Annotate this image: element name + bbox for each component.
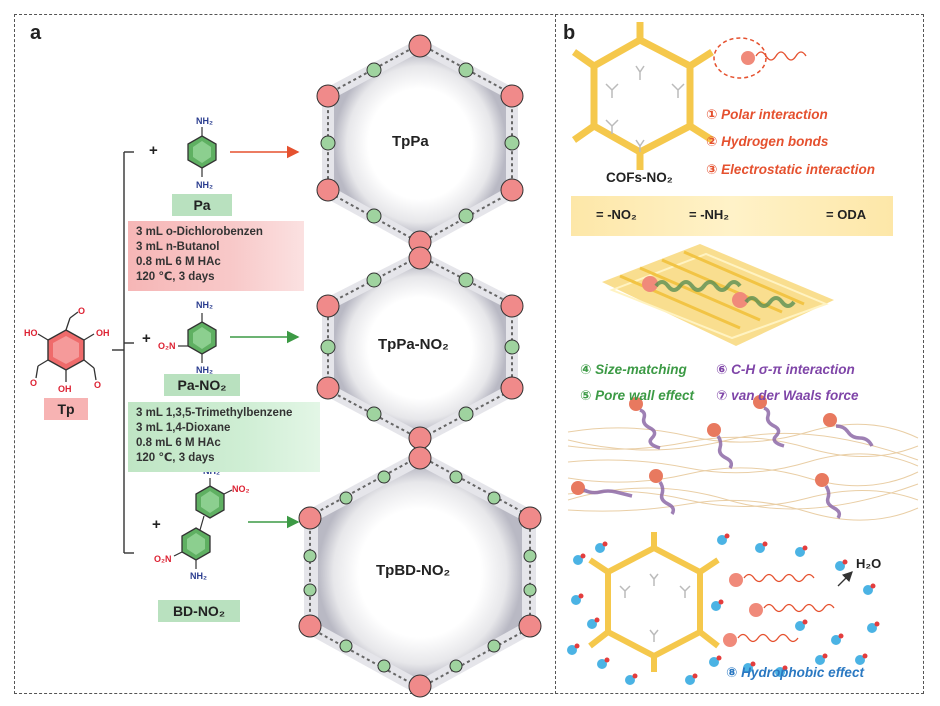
bd-no2-molecule: NH₂ NO₂ O₂N NH₂ xyxy=(154,466,250,581)
svg-text:O: O xyxy=(94,380,101,390)
panel-divider xyxy=(555,14,556,694)
hydrophobic-effect-label: ⑧ Hydrophobic effect xyxy=(726,665,864,680)
water-label: H₂O xyxy=(856,556,882,571)
svg-text:NH₂: NH₂ xyxy=(190,571,207,581)
svg-text:NH₂: NH₂ xyxy=(196,300,213,310)
svg-text:OH: OH xyxy=(58,384,72,394)
legend-no2-text: = -NO₂ xyxy=(596,207,637,222)
svg-text:O₂N: O₂N xyxy=(154,554,172,564)
condition-red-1: 3 mL o-Dichlorobenzen xyxy=(136,226,263,238)
water-molecules xyxy=(567,533,880,685)
interaction-highlight-ellipse xyxy=(713,37,767,79)
tpbd-no2-label: TpBD-NO₂ xyxy=(376,562,451,579)
panel-a-letter: a xyxy=(30,22,42,44)
plus-sign-pa-no2: + xyxy=(142,330,151,347)
figure-frame xyxy=(14,14,924,694)
pa-molecule: NH₂ NH₂ xyxy=(187,116,217,190)
condition-green-1: 3 mL 1,3,5-Trimethylbenzene xyxy=(136,407,293,419)
pa-no2-molecule: NH₂ NH₂ O₂N xyxy=(158,300,217,375)
water-arrow xyxy=(837,571,853,587)
reaction-bracket xyxy=(112,151,134,554)
size-matching-label: ④ Size-matching xyxy=(580,362,687,377)
legend-nh2-text: = -NH₂ xyxy=(689,207,730,222)
conditions-red-box: 3 mL o-Dichlorobenzen 3 mL n-Butanol 0.8… xyxy=(128,221,304,291)
condition-green-2: 3 mL 1,4-Dioxane xyxy=(136,422,231,434)
pore-wall-effect-label: ⑤ Pore wall effect xyxy=(580,388,694,403)
van-der-waals-label: ⑦ van der Waals force xyxy=(716,388,859,403)
tppa-framework xyxy=(316,34,524,254)
cofs-no2-label: COFs-NO₂ xyxy=(606,170,673,185)
svg-text:NH₂: NH₂ xyxy=(196,116,213,126)
conditions-green-box: 3 mL 1,3,5-Trimethylbenzene 3 mL 1,4-Dio… xyxy=(128,402,320,472)
no2-groups-bottom xyxy=(619,573,691,642)
svg-text:NH₂: NH₂ xyxy=(196,365,213,375)
oda-chains-bottom xyxy=(723,573,835,647)
bd-no2-label: BD-NO₂ xyxy=(158,600,240,622)
layered-framework xyxy=(602,244,834,346)
legend-box xyxy=(571,196,893,236)
nh2-ball xyxy=(741,51,755,65)
condition-red-3: 0.8 mL 6 M HAc xyxy=(136,256,221,268)
svg-text:O: O xyxy=(78,306,85,316)
plus-sign-pa: + xyxy=(149,142,158,159)
svg-text:O: O xyxy=(30,378,37,388)
plus-sign-bd-no2: + xyxy=(152,516,161,533)
condition-red-4: 120 ℃, 3 days xyxy=(136,271,215,283)
legend-oda-text: = ODA xyxy=(826,207,867,222)
tppa-no2-framework xyxy=(316,246,524,450)
amorphous-matrix xyxy=(567,423,919,521)
tp-molecule: O OH HO O O OH xyxy=(24,306,110,394)
panel-b-letter: b xyxy=(563,22,576,44)
hydrogen-bonds-label: ② Hydrogen bonds xyxy=(706,134,829,149)
polar-interaction-label: ① Polar interaction xyxy=(706,107,828,122)
svg-text:O₂N: O₂N xyxy=(158,341,176,351)
tppa-no2-label: TpPa-NO₂ xyxy=(378,336,449,353)
tppa-label: TpPa xyxy=(392,133,429,150)
electrostatic-interaction-label: ③ Electrostatic interaction xyxy=(706,162,875,177)
tpbd-no2-framework xyxy=(298,446,542,698)
condition-green-3: 0.8 mL 6 M HAc xyxy=(136,437,221,449)
cof-hydrophobic-scheme xyxy=(588,532,720,672)
condition-green-4: 120 ℃, 3 days xyxy=(136,452,215,464)
svg-text:HO: HO xyxy=(24,328,38,338)
no2-groups-top xyxy=(605,65,685,152)
condition-red-2: 3 mL n-Butanol xyxy=(136,241,220,253)
oda-chain-top xyxy=(755,51,807,61)
svg-text:OH: OH xyxy=(96,328,110,338)
tp-label: Tp xyxy=(44,398,88,420)
svg-text:NO₂: NO₂ xyxy=(232,484,250,494)
cof-no2-scheme xyxy=(571,22,714,170)
svg-text:NH₂: NH₂ xyxy=(196,180,213,190)
pa-label: Pa xyxy=(172,194,232,216)
ch-sigma-pi-label: ⑥ C-H σ-π interaction xyxy=(716,362,855,377)
oda-chains-matrix xyxy=(571,395,874,519)
pa-no2-label: Pa-NO₂ xyxy=(164,374,240,396)
